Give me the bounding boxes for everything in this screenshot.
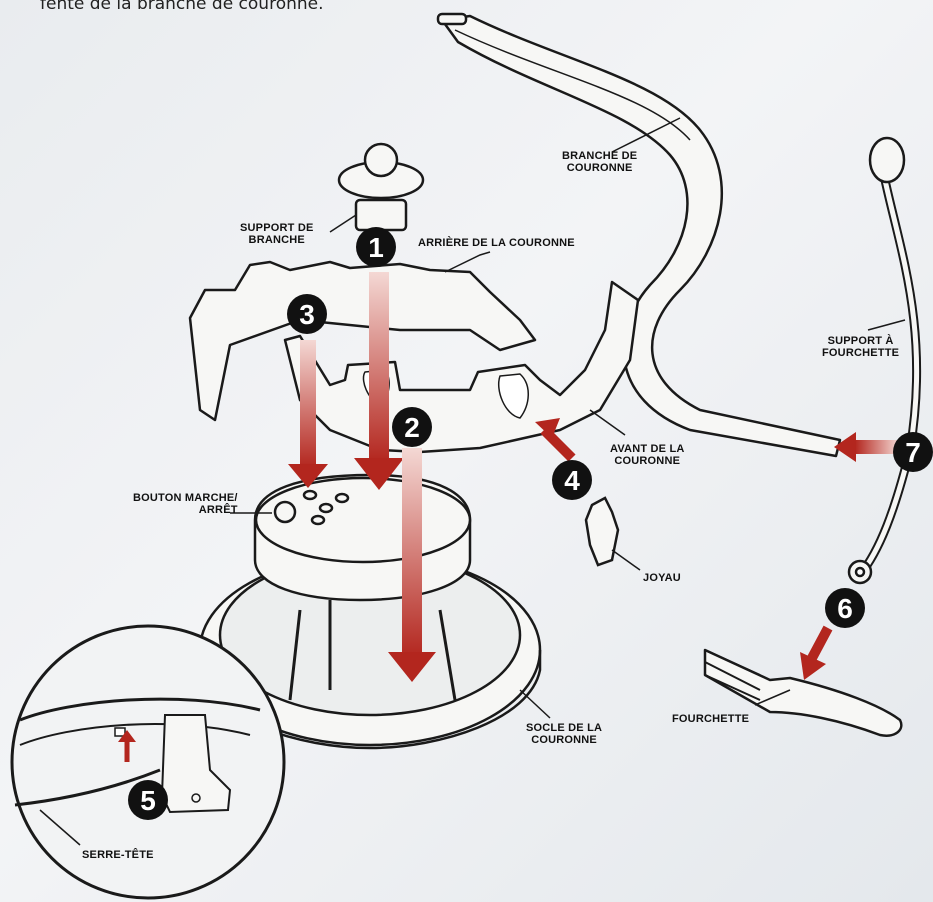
step-number: 6 [837, 593, 853, 624]
label-fork: FOURCHETTE [672, 713, 749, 725]
step-badge-7: 7 [893, 432, 933, 472]
arrow-step-6 [800, 628, 828, 680]
step-number: 7 [905, 437, 921, 468]
label-crown-arm: BRANCHE DE COURONNE [562, 150, 637, 174]
label-crown-base: SOCLE DE LA COURONNE [526, 722, 602, 746]
step-number: 1 [368, 232, 384, 263]
step-number: 3 [299, 299, 315, 330]
jewel-part [586, 498, 618, 565]
step-badge-5: 5 [128, 780, 168, 820]
step-number: 4 [564, 465, 580, 496]
label-line: SUPPORT À [822, 335, 899, 347]
label-line: BOUTON MARCHE/ [133, 492, 238, 504]
label-crown-front: AVANT DE LA COURONNE [610, 443, 685, 467]
label-crown-back: ARRIÈRE DE LA COURONNE [418, 237, 575, 249]
label-line: COURONNE [562, 162, 637, 174]
label-line: COURONNE [610, 455, 685, 467]
label-arm-holder: SUPPORT DE BRANCHE [240, 222, 314, 246]
step-badge-4: 4 [552, 460, 592, 500]
step-number: 2 [404, 412, 420, 443]
label-line: ARRÊT [133, 504, 238, 516]
label-headband: SERRE-TÊTE [82, 849, 154, 861]
arrow-step-7 [834, 432, 899, 462]
label-line: BRANCHE DE [562, 150, 637, 162]
fork-holder-part [849, 138, 917, 583]
step-badge-6: 6 [825, 588, 865, 628]
step-badge-3: 3 [287, 294, 327, 334]
label-line: SOCLE DE LA [526, 722, 602, 734]
label-fork-holder: SUPPORT À FOURCHETTE [822, 335, 899, 359]
label-power-button: BOUTON MARCHE/ ARRÊT [133, 492, 238, 516]
label-jewel: JOYAU [643, 572, 681, 584]
label-line: COURONNE [526, 734, 602, 746]
step-badge-2: 2 [392, 407, 432, 447]
label-line: SUPPORT DE [240, 222, 314, 234]
label-line: FOURCHETTE [822, 347, 899, 359]
step-badge-1: 1 [356, 227, 396, 267]
power-unit-part [255, 475, 470, 600]
label-line: AVANT DE LA [610, 443, 685, 455]
label-line: BRANCHE [240, 234, 314, 246]
step-number: 5 [140, 785, 156, 816]
